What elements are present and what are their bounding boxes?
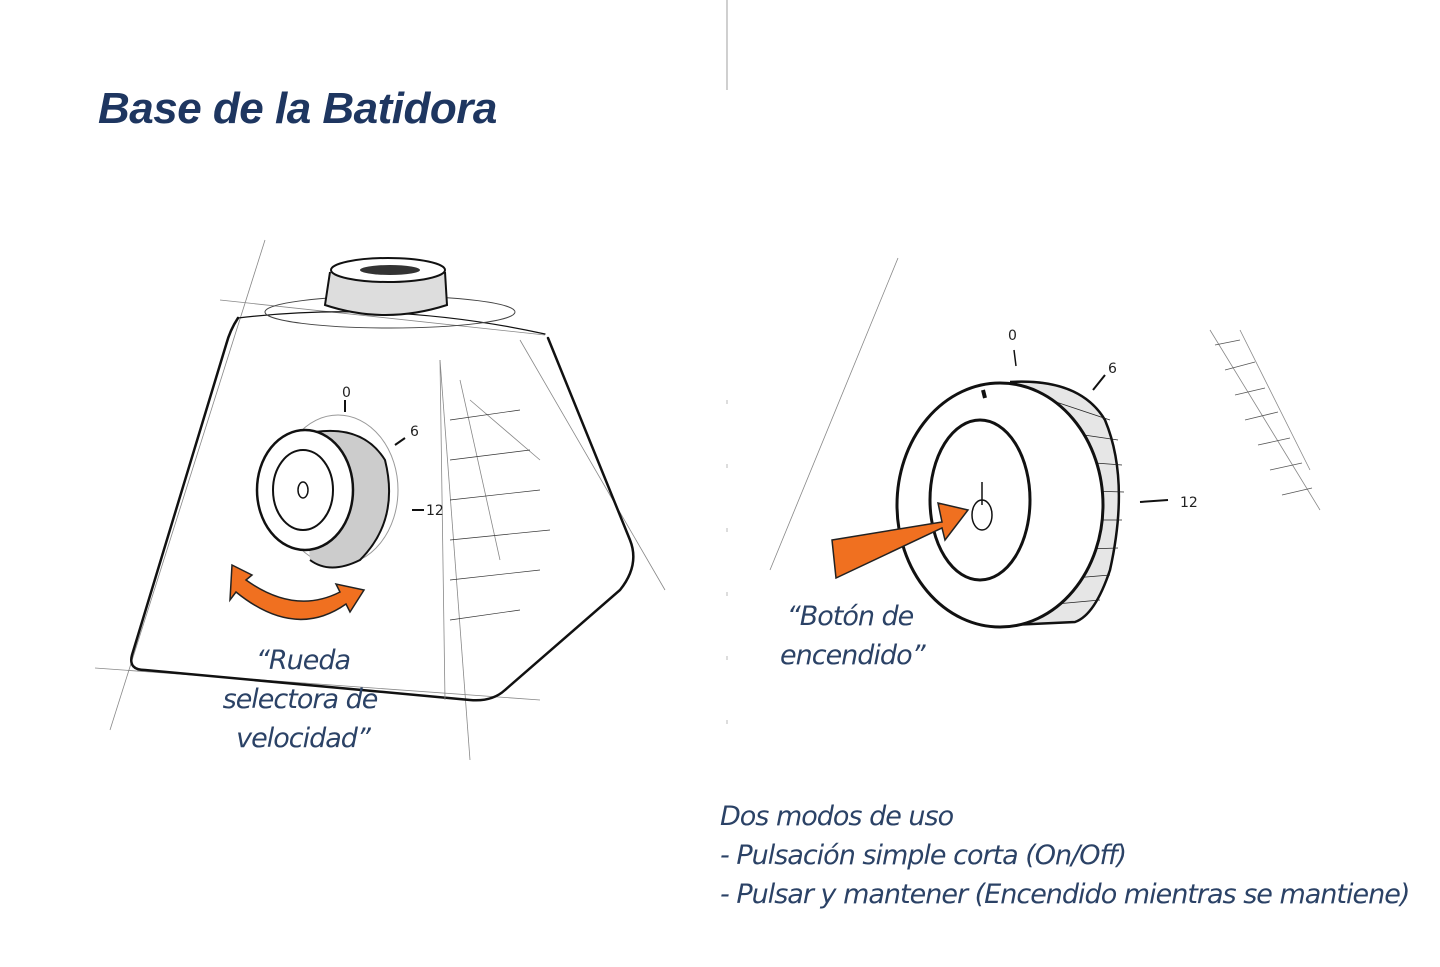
button-scale-6: 6 [1108,361,1117,377]
mixer-base-sketch: 0 6 12 [94,239,666,761]
power-button-caption: “Botón de encendido” [780,597,926,675]
power-button-sketch [769,257,1321,629]
top-knob-icon [264,257,516,329]
caption-line: “Rueda [255,645,351,676]
dial-scale-0: 0 [342,385,351,401]
rotation-arrow-icon [229,563,366,621]
dial-scale-12: 12 [426,503,444,519]
button-scale-12: 12 [1180,495,1198,511]
usage-note-item: - Pulsación simple corta (On/Off) [720,840,1127,871]
speed-dial-caption: “Rueda selectora de velocidad” [223,641,379,758]
page-title: Base de la Batidora [98,84,497,133]
button-scale-0: 0 [1008,328,1017,344]
usage-notes: Dos modos de uso - Pulsación simple cort… [720,797,1410,914]
caption-line: “Botón de [786,601,915,632]
dial-scale-6: 6 [410,424,419,440]
usage-notes-heading: Dos modos de uso [720,801,954,832]
speed-dial-icon [255,400,424,569]
caption-line: encendido” [780,640,926,671]
press-arrow-icon [831,502,970,580]
usage-note-item: - Pulsar y mantener (Encendido mientras … [720,879,1410,910]
caption-line: velocidad” [236,723,371,754]
caption-line: selectora de [222,684,379,715]
